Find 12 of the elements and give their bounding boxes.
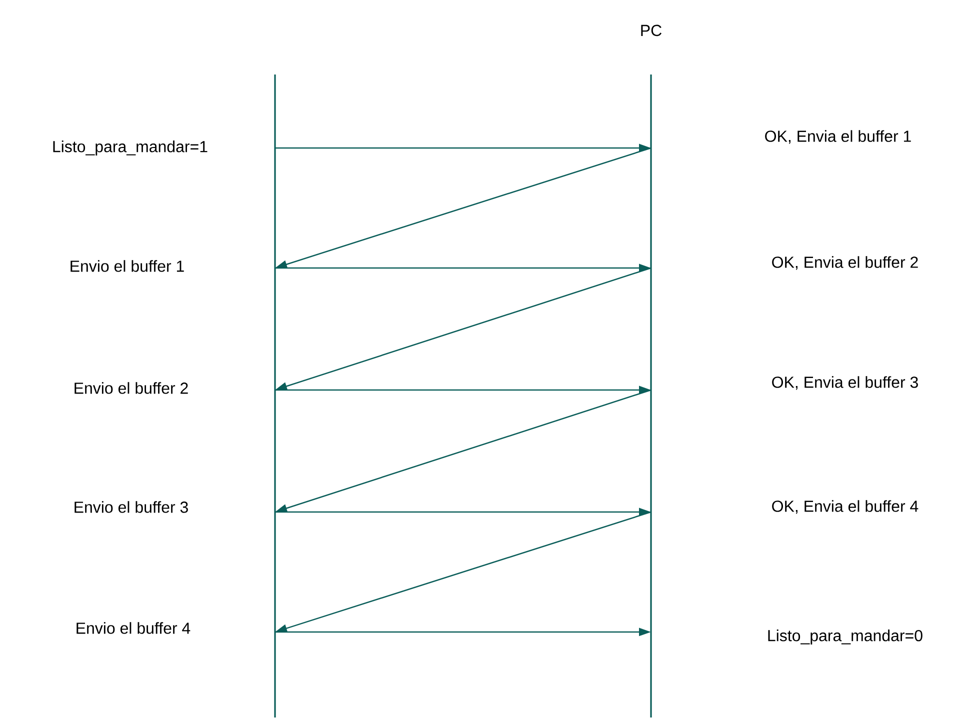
lifeline: [641, 24, 662, 718]
header-label: PC: [641, 24, 662, 36]
message-label: OK, Envia el buffer 2: [772, 256, 918, 270]
message-label: OK, Envia el buffer 3: [772, 376, 918, 390]
message-label: Envio el buffer 2: [74, 382, 188, 394]
message-label: OK, Envia el buffer 4: [772, 500, 918, 514]
message-label: OK, Envia el buffer 1: [765, 130, 911, 144]
message-label: Envio el buffer 3: [74, 501, 188, 513]
message-label: Listo_para_mandar=0: [768, 630, 922, 644]
message-label: Envio el buffer 1: [70, 260, 184, 272]
message-label: Envio el buffer 4: [76, 622, 190, 634]
message-label: Listo_para_mandar=1: [53, 140, 208, 156]
